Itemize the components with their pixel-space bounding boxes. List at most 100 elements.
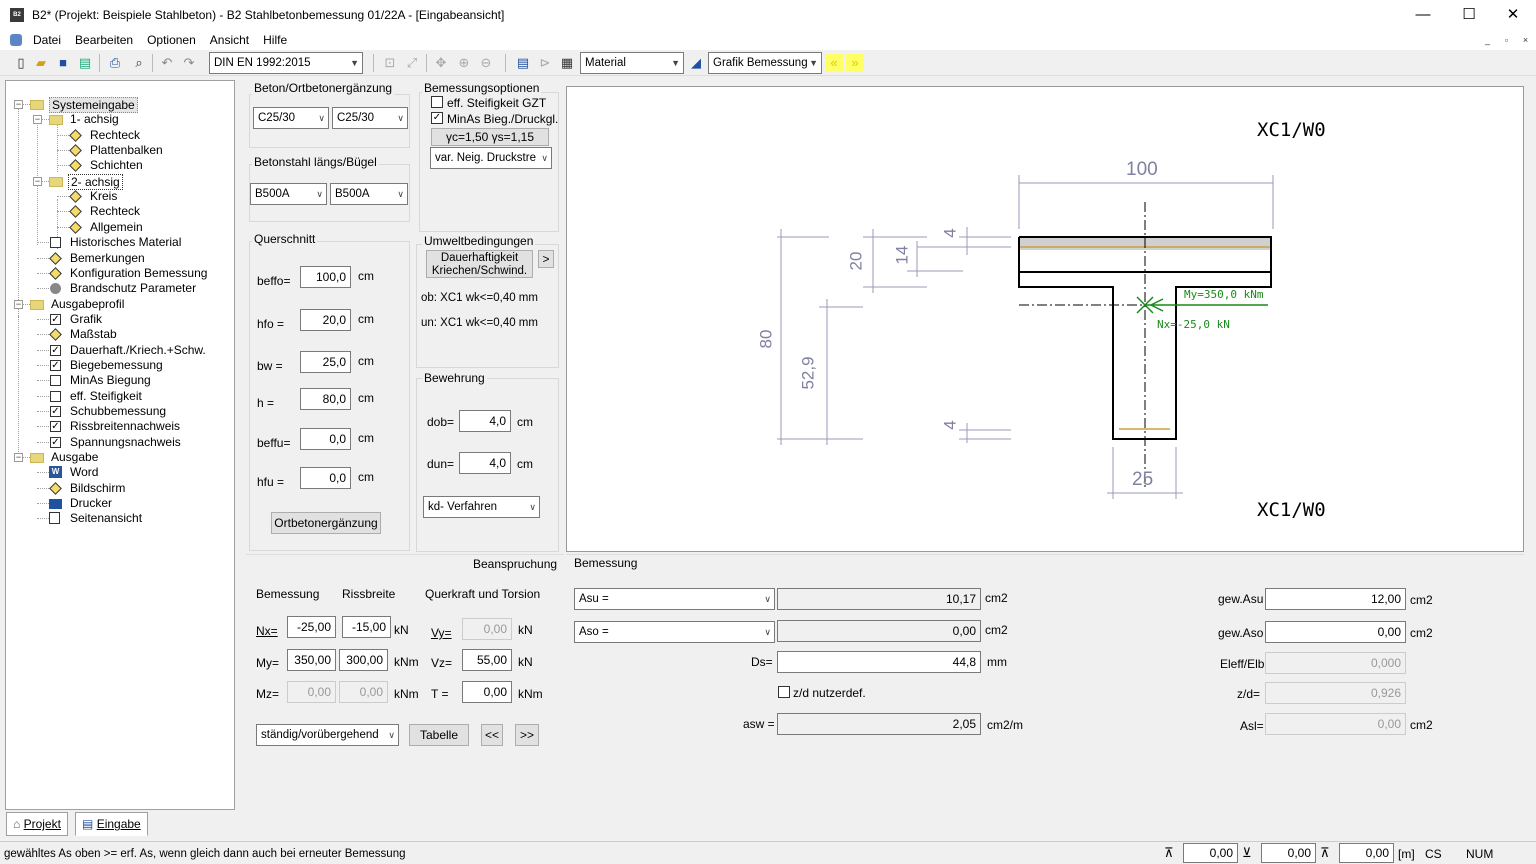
tree-item-1-achsig[interactable]: 1- achsig [70,112,119,127]
aso-select[interactable]: Aso =∨ [574,621,775,643]
menu-datei[interactable]: Datei [33,33,62,47]
print-preview-icon[interactable]: ⌕ [135,55,143,70]
grafik-select[interactable]: Grafik Bemessung▼ [708,52,822,74]
collapse-toggle-icon[interactable]: − [33,114,42,125]
eff-steifigkeit-checkbox[interactable] [431,96,443,108]
menu-bearbeiten[interactable]: Bearbeiten [75,33,134,47]
tree-item-allgemein[interactable]: Allgemein [90,219,143,234]
stahl-right-select[interactable]: B500A∨ [330,183,408,205]
mdi-restore-button[interactable]: ▫ [1504,35,1509,45]
tree-item-plattenbalken[interactable]: Plattenbalken [90,143,163,158]
tree-item-brandschutz-parameter[interactable]: Brandschutz Parameter [70,281,197,296]
asu-select[interactable]: Asu =∨ [574,588,775,610]
norm-select[interactable]: DIN EN 1992:2015▼ [209,52,363,74]
tree-item-systemeingabe[interactable]: Systemeingabe [49,97,138,113]
redo-icon[interactable]: ↷ [183,55,195,70]
zoom-window-icon[interactable]: ⊡ [384,55,396,70]
tree-item-word[interactable]: Word [70,465,99,480]
menu-hilfe[interactable]: Hilfe [263,33,288,47]
tree-item-dauerhaft[interactable]: Dauerhaft./Kriech.+Schw. [70,342,206,357]
mz-riss-input[interactable]: 0,00 [339,681,388,703]
tab-projekt[interactable]: ⌂ Projekt [6,812,68,836]
collapse-toggle-icon[interactable]: − [14,99,23,109]
next-button[interactable]: >> [515,724,539,746]
gamma-button[interactable]: γc=1,50 γs=1,15 [431,128,549,146]
open-folder-icon[interactable]: ▰ [36,55,46,70]
my-bemessung-input[interactable]: 350,00 [287,649,336,671]
nx-riss-input[interactable]: -15,00 [342,616,391,638]
collapse-toggle-icon[interactable]: − [33,175,42,186]
tree-item-drucker[interactable]: Drucker [70,496,113,511]
hfu-input[interactable]: 0,0 [300,467,351,489]
tree-item-minas-biegung[interactable]: MinAs Biegung [70,373,151,388]
minimize-button[interactable]: — [1415,6,1431,23]
tree-item-seitenansicht[interactable]: Seitenansicht [70,511,143,526]
vz-input[interactable]: 55,00 [462,649,512,671]
hfo-input[interactable]: 20,0 [300,309,351,331]
tree-item-schichten[interactable]: Schichten [90,158,143,173]
material-select[interactable]: Material▼ [580,52,684,74]
close-button[interactable]: ✕ [1506,6,1520,23]
dauerhaftigkeit-button[interactable]: Dauerhaftigkeit Kriechen/Schwind. [426,250,533,278]
menu-optionen[interactable]: Optionen [147,33,196,47]
print-icon[interactable]: ⎙ [109,55,121,70]
tree-item-ausgabe[interactable]: Ausgabe [51,450,99,465]
tree-item-rechteck-2[interactable]: Rechteck [90,204,141,219]
minas-checkbox[interactable]: ✓ [431,112,443,124]
menu-ansicht[interactable]: Ansicht [209,33,250,47]
previous-double-icon[interactable]: « [825,54,843,72]
tab-eingabe[interactable]: ▤ Eingabe [75,812,148,836]
collapse-toggle-icon[interactable]: − [14,452,23,463]
new-file-icon[interactable]: ▯ [17,55,25,70]
tree-item-massstab[interactable]: Maßstab [70,327,117,342]
tree-item-ausgabeprofil[interactable]: Ausgabeprofil [51,296,125,311]
stahl-left-select[interactable]: B500A∨ [250,183,327,205]
beffu-input[interactable]: 0,0 [300,428,351,450]
beffo-input[interactable]: 100,0 [300,266,351,288]
graphic-icon[interactable]: ◢ [691,55,701,70]
tabelle-button[interactable]: Tabelle [409,724,469,746]
beton-right-select[interactable]: C25/30∨ [332,107,408,129]
arrow-icon[interactable]: ⊳ [539,55,551,70]
tree-item-eff-steifigkeit[interactable]: eff. Steifigkeit [70,388,142,403]
undo-icon[interactable]: ↶ [161,55,173,70]
zoom-all-icon[interactable]: ⤢ [406,55,418,70]
nx-bemessung-input[interactable]: -25,00 [287,616,336,638]
tree-item-rechteck[interactable]: Rechteck [90,127,141,142]
table-icon[interactable]: ▤ [516,55,530,70]
mz-bemessung-input[interactable]: 0,00 [287,681,336,703]
dun-input[interactable]: 4,0 [459,452,511,474]
next-double-icon[interactable]: » [846,54,864,72]
vy-input[interactable]: 0,00 [462,618,512,640]
zd-userdef-checkbox[interactable] [778,686,790,698]
export-icon[interactable]: ▤ [78,55,92,70]
tree-item-grafik[interactable]: Grafik [70,311,103,326]
tree-item-bemerkungen[interactable]: Bemerkungen [70,250,145,265]
ortbeton-button[interactable]: Ortbetonergänzung [271,512,381,534]
lastfall-select[interactable]: ständig/vorübergehend∨ [256,724,399,746]
bw-input[interactable]: 25,0 [300,351,351,373]
zoom-out-icon[interactable]: ⊖ [480,55,492,70]
tree-item-kreis[interactable]: Kreis [90,189,118,204]
ds-input[interactable]: 44,8 [777,651,981,673]
previous-button[interactable]: << [481,724,503,746]
maximize-button[interactable]: ☐ [1462,6,1476,23]
gew-aso-input[interactable]: 0,00 [1265,621,1406,643]
gew-asu-input[interactable]: 12,00 [1265,588,1406,610]
document-icon[interactable] [10,34,22,46]
zoom-in-icon[interactable]: ⊕ [458,55,470,70]
beton-left-select[interactable]: C25/30∨ [253,107,329,129]
dob-input[interactable]: 4,0 [459,410,511,432]
cross-section-canvas[interactable]: XC1/W0 XC1/W0 100 4 20 14 80 52,9 4 25 M… [566,86,1524,552]
tree-item-bildschirm[interactable]: Bildschirm [70,480,126,495]
tree-item-konfiguration-bemessung[interactable]: Konfiguration Bemessung [70,265,208,280]
mdi-close-button[interactable]: × [1522,35,1529,45]
tree-item-schubbemessung[interactable]: Schubbemessung [70,404,167,418]
tree-item-historisches-material[interactable]: Historisches Material [70,235,182,250]
h-input[interactable]: 80,0 [300,388,351,410]
t-input[interactable]: 0,00 [462,681,512,703]
mdi-minimize-button[interactable]: _ [1484,35,1490,45]
tree-item-spannungsnachweis[interactable]: Spannungsnachweis [70,434,181,449]
neigung-select[interactable]: var. Neig. Druckstre∨ [430,147,552,169]
my-riss-input[interactable]: 300,00 [339,649,388,671]
